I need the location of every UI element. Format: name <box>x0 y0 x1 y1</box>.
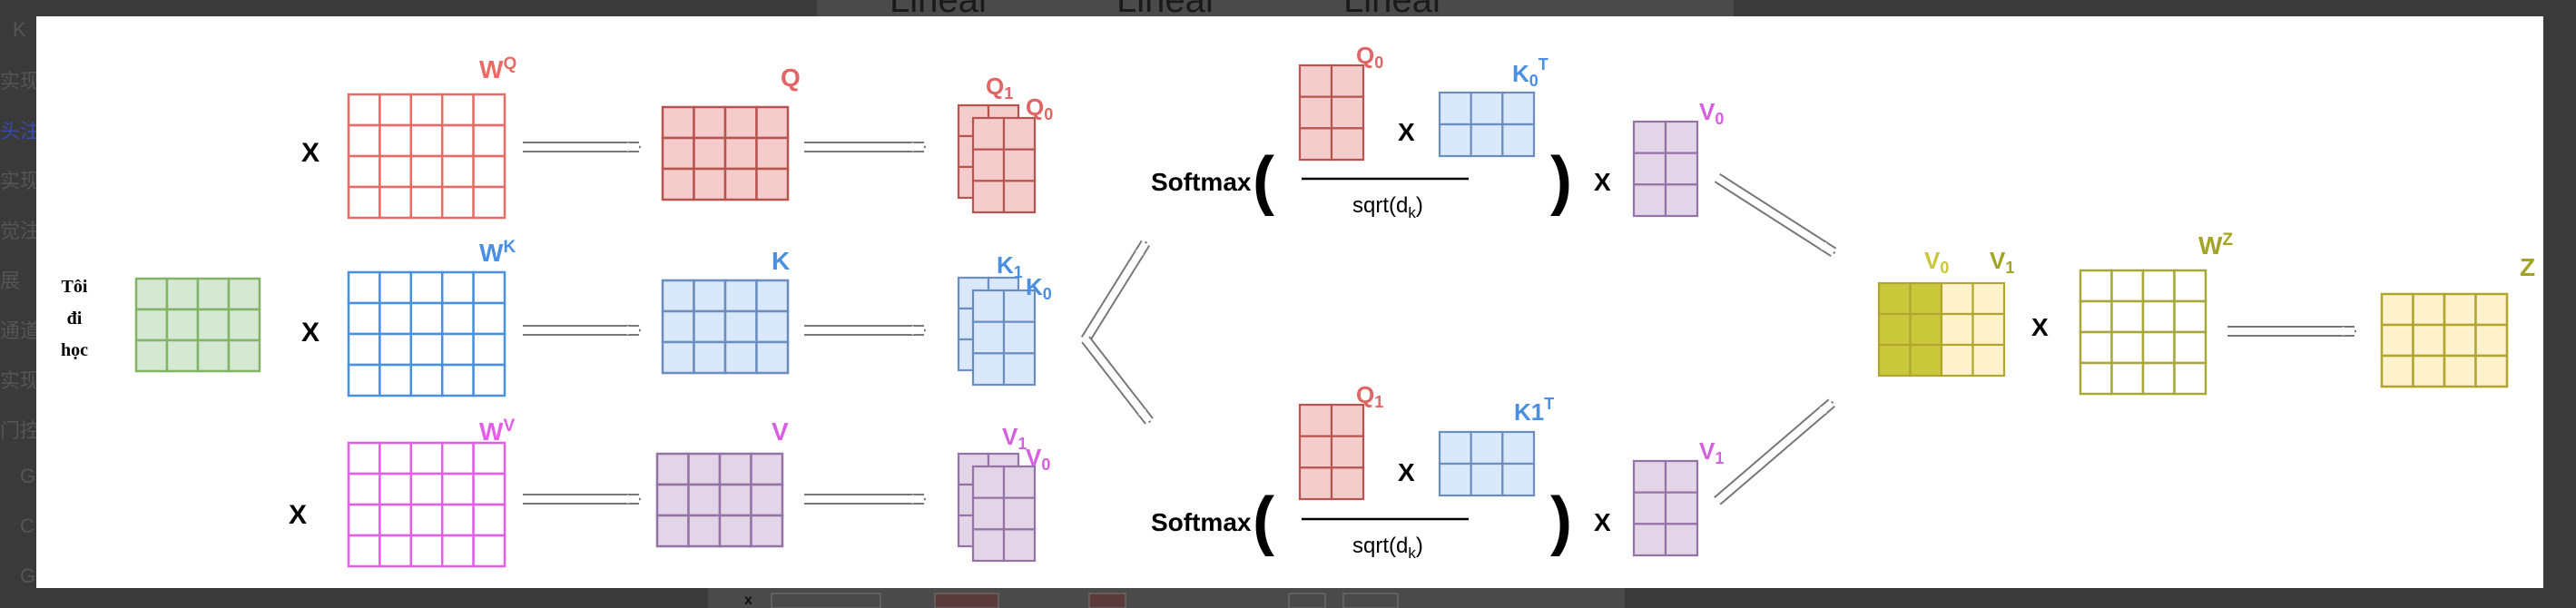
sidebar-item[interactable]: G <box>20 564 36 587</box>
background-bottom-strip: x <box>708 588 1625 608</box>
concat-label-v1: V1 <box>1990 247 2014 277</box>
arrow-split-down-fill <box>1082 337 1153 424</box>
input-word: đi <box>67 309 83 329</box>
weight-label-wv: WV <box>479 417 515 446</box>
head-label-k0: K0 <box>1026 273 1052 303</box>
head-label-q1: Q1 <box>986 73 1013 103</box>
attention-k1t-matrix <box>1438 430 1536 497</box>
concat-label-v0: V0 <box>1924 247 1949 277</box>
sidebar-item[interactable]: G <box>20 465 36 487</box>
weight-label-wq: WQ <box>479 54 516 83</box>
head-label-k0t: K0T <box>1512 55 1549 90</box>
sqrt-dk-label: sqrt(dk) <box>1352 193 1423 221</box>
multiply-sign: X <box>1594 508 1611 536</box>
open-paren: ( <box>1253 485 1274 557</box>
head-label-v1: V1 <box>1699 437 1724 467</box>
sidebar-item[interactable]: 门控 <box>0 419 36 442</box>
head-label-k1t: K1T <box>1514 395 1554 426</box>
multiply-sign: X <box>301 318 320 348</box>
arrow-split-up-fill <box>1082 240 1149 342</box>
head-matrix-q0 <box>971 116 1037 214</box>
output-label-z: Z <box>2520 253 2535 281</box>
multiply-sign: X <box>1398 458 1415 486</box>
svg-text:x: x <box>744 593 752 608</box>
multiply-sign: X <box>1594 168 1611 196</box>
background-thumbnail: x <box>744 593 1399 608</box>
head-label-v0: V0 <box>1699 98 1724 128</box>
close-paren: ) <box>1550 144 1572 217</box>
arrow-head1-to-concat-fill <box>1715 399 1834 505</box>
sidebar-item[interactable]: 展 <box>0 270 21 292</box>
left-sidebar: K 实现 头注 实现 觉注 展 通道 实现 门控 G C G <box>0 0 36 608</box>
softmax-label: Softmax <box>1151 168 1252 196</box>
output-matrix-z <box>2380 292 2509 388</box>
weight-label-wz: WZ <box>2198 230 2233 260</box>
close-paren: ) <box>1550 485 1572 557</box>
attention-q1-matrix <box>1298 403 1365 501</box>
attention-v0-matrix <box>1632 120 1699 218</box>
projection-label-q: Q <box>781 64 801 92</box>
background-top-strip: Linear Linear Linear <box>817 0 1734 16</box>
background-linear-label: Linear <box>890 0 990 16</box>
sidebar-item[interactable]: 头注 <box>0 120 36 142</box>
sidebar-item[interactable]: K <box>13 18 26 41</box>
attention-q0-matrix <box>1298 64 1365 162</box>
sidebar-item[interactable]: 通道 <box>0 319 36 342</box>
head-label-q0: Q0 <box>1026 93 1053 123</box>
projection-matrix-k <box>661 279 790 375</box>
head-label-k1: K1 <box>997 251 1023 281</box>
weight-matrix-wk <box>347 270 506 397</box>
background-linear-label: Linear <box>1343 0 1444 16</box>
softmax-label: Softmax <box>1151 508 1252 536</box>
head-label-v1: V1 <box>1002 423 1027 453</box>
diagram-card: Tôi đi học X X X X X X X X WQ WK WV WZ Q… <box>36 16 2543 588</box>
head-label-v0: V0 <box>1026 444 1050 474</box>
multiply-sign: X <box>1398 118 1415 146</box>
background-linear-label: Linear <box>1116 0 1217 16</box>
projection-label-v: V <box>772 417 789 446</box>
head-matrix-v0 <box>971 465 1037 563</box>
sidebar-item[interactable]: 实现 <box>0 369 36 392</box>
arrow-head0-to-concat-fill <box>1715 174 1836 256</box>
input-word: học <box>61 340 88 360</box>
weight-label-wk: WK <box>479 238 516 267</box>
projection-label-k: K <box>772 247 790 275</box>
multiply-sign: X <box>289 500 307 530</box>
projection-matrix-v <box>655 452 784 548</box>
sqrt-dk-label: sqrt(dk) <box>1352 534 1423 562</box>
sidebar-item[interactable]: C <box>20 515 34 537</box>
sidebar-item[interactable]: 觉注 <box>0 220 36 242</box>
attention-k0t-matrix <box>1438 91 1536 158</box>
multiply-sign: X <box>301 138 320 168</box>
multiply-sign: X <box>2031 313 2049 341</box>
head-matrix-k0 <box>971 289 1037 387</box>
sidebar-item[interactable]: 实现 <box>0 70 36 93</box>
input-embedding-matrix <box>134 277 261 373</box>
attention-v1-matrix <box>1632 459 1699 557</box>
weight-matrix-wq <box>347 93 506 220</box>
weight-matrix-wz <box>2079 269 2207 396</box>
input-word: Tôi <box>62 277 88 297</box>
projection-matrix-q <box>661 105 790 201</box>
multi-head-attention-diagram: Tôi đi học X X X X X X X X WQ WK WV WZ Q… <box>61 42 2535 568</box>
open-paren: ( <box>1253 144 1274 217</box>
weight-matrix-wv <box>347 441 506 568</box>
sidebar-item[interactable]: 实现 <box>0 170 36 192</box>
concat-heads-matrix <box>1877 281 2006 378</box>
head-label-q1: Q1 <box>1356 381 1383 411</box>
head-label-q0: Q0 <box>1356 42 1383 72</box>
